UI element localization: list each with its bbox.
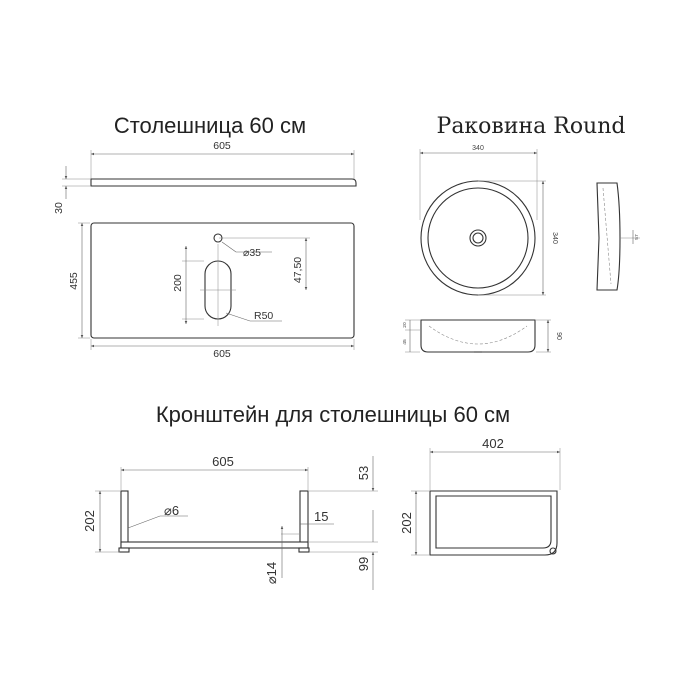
countertop-elevation bbox=[90, 178, 357, 187]
bracket-side-height: 202 bbox=[399, 512, 414, 534]
countertop-bottom-width: 605 bbox=[213, 348, 231, 360]
bracket-bottom-offset: 99 bbox=[356, 557, 371, 571]
bracket-width: 605 bbox=[212, 454, 234, 469]
countertop-top-width: 605 bbox=[213, 140, 231, 152]
countertop-title: Столешница 60 см bbox=[114, 113, 306, 138]
sink-height: 90 bbox=[555, 332, 562, 340]
countertop-depth: 455 bbox=[68, 272, 80, 290]
countertop-thickness: 30 bbox=[53, 202, 65, 214]
bracket-gap: 15 bbox=[314, 509, 328, 524]
bracket-right-post bbox=[299, 490, 309, 550]
sink-elevation bbox=[420, 319, 536, 353]
tap-hole-diameter: ⌀35 bbox=[243, 247, 261, 259]
bracket-tube-diameter: ⌀14 bbox=[264, 562, 279, 584]
bracket-height: 202 bbox=[82, 510, 97, 532]
sink-rim bbox=[420, 180, 536, 296]
slot-radius: R50 bbox=[254, 310, 273, 322]
bracket-side-frame bbox=[429, 490, 558, 556]
bracket-crossbar bbox=[120, 541, 309, 549]
sink-profile-small: 57 bbox=[634, 234, 640, 240]
sink-drain-inner bbox=[472, 232, 484, 244]
bracket-top-offset: 53 bbox=[356, 466, 371, 480]
sink-title: Раковина Round bbox=[437, 114, 626, 139]
slot-offset: 47,50 bbox=[292, 257, 304, 283]
countertop-drawing: 605 30 455 605 ⌀35 200 bbox=[53, 140, 357, 360]
bracket-left-post bbox=[120, 490, 129, 550]
bracket-title: Кронштейн для столешницы 60 см bbox=[156, 402, 510, 427]
sink-diameter: 340 bbox=[472, 145, 484, 152]
sink-drain-outer bbox=[469, 229, 487, 247]
sink-side-diameter: 340 bbox=[551, 232, 558, 244]
bracket-side-drawing: 402 202 bbox=[399, 436, 561, 556]
bracket-side-width: 402 bbox=[482, 436, 504, 451]
countertop-plan bbox=[90, 222, 355, 339]
sink-side-profile bbox=[596, 182, 621, 291]
sink-drawing: 340 340 57 90 20 45 bbox=[402, 145, 640, 353]
bracket-rod-diameter: ⌀6 bbox=[164, 503, 179, 518]
bracket-front-drawing: 605 202 ⌀6 ⌀14 15 53 99 bbox=[82, 454, 378, 590]
sink-bowl bbox=[427, 187, 529, 289]
sink-side-small-2: 45 bbox=[402, 339, 408, 345]
slot-length: 200 bbox=[172, 274, 184, 292]
sink-side-small-1: 20 bbox=[402, 322, 408, 328]
